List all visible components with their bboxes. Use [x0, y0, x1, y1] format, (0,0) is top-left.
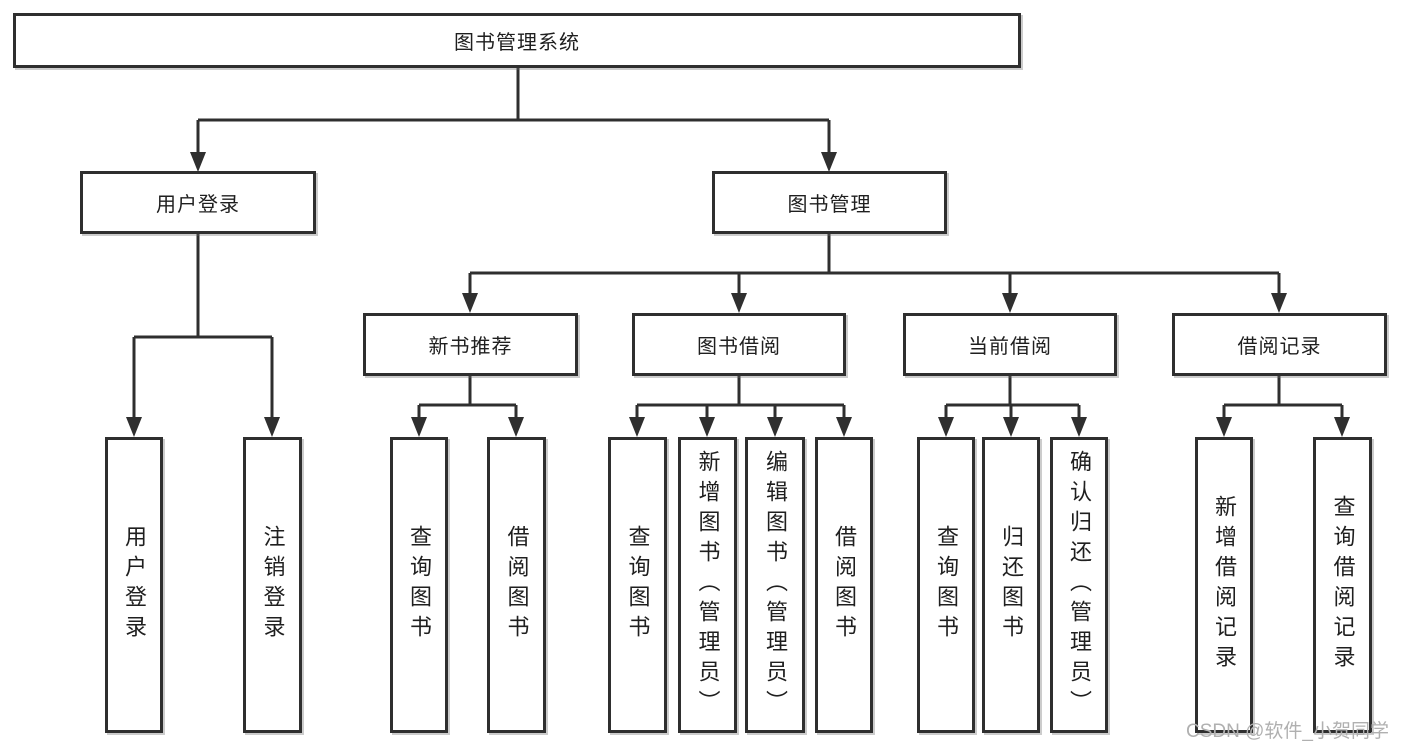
node-book-management-label: 图书管理	[787, 194, 872, 216]
node-borrowing-records: 借阅记录	[1172, 313, 1387, 376]
leaf-borrow-books-recommend: 借阅图书	[487, 437, 546, 733]
leaf-return-books: 归还图书	[982, 437, 1040, 733]
leaf-confirm-return-admin-label: 确认归还（管理员）	[1067, 450, 1092, 720]
arrow-icon	[938, 417, 954, 437]
arrowheads	[126, 152, 1350, 437]
arrow-icon	[821, 152, 837, 172]
leaf-query-books-borrowing-label: 查询图书	[625, 525, 651, 645]
arrow-icon	[190, 152, 206, 172]
arrow-icon	[1271, 293, 1287, 313]
node-current-borrowing: 当前借阅	[903, 313, 1117, 376]
arrow-icon	[836, 417, 852, 437]
leaf-query-borrow-record: 查询借阅记录	[1313, 437, 1372, 733]
node-user-login-label: 用户登录	[156, 194, 240, 216]
leaf-query-books-current: 查询图书	[917, 437, 975, 733]
arrow-icon	[731, 293, 747, 313]
leaf-query-books-recommend: 查询图书	[390, 437, 448, 733]
node-library-system: 图书管理系统	[13, 13, 1021, 68]
leaf-user-login: 用户登录	[105, 437, 163, 733]
node-book-management: 图书管理	[712, 171, 947, 234]
connector-borrowing-records	[1222, 376, 1344, 423]
node-current-borrowing-label: 当前借阅	[968, 336, 1052, 358]
leaf-query-books-borrowing: 查询图书	[608, 437, 667, 733]
arrow-icon	[1334, 417, 1350, 437]
arrow-icon	[1003, 417, 1019, 437]
arrow-icon	[508, 417, 524, 437]
node-library-system-label: 图书管理系统	[454, 32, 580, 54]
leaf-borrow-books-borrowing: 借阅图书	[815, 437, 873, 733]
leaf-add-books-admin-label: 新增图书（管理员）	[695, 450, 721, 720]
leaf-add-books-admin: 新增图书（管理员）	[678, 437, 737, 733]
connector-current-borrowing	[944, 376, 1081, 423]
leaf-logout-login-label: 注销登录	[260, 525, 286, 645]
leaf-add-borrow-record: 新增借阅记录	[1195, 437, 1253, 733]
node-borrowing-records-label: 借阅记录	[1237, 336, 1322, 358]
connector-book-borrowing	[635, 376, 846, 423]
leaf-logout-login: 注销登录	[243, 437, 302, 733]
arrow-icon	[264, 417, 280, 437]
arrow-icon	[1216, 417, 1232, 437]
leaf-query-borrow-record-label: 查询借阅记录	[1330, 495, 1356, 675]
arrow-icon	[629, 417, 645, 437]
leaf-borrow-books-borrowing-label: 借阅图书	[832, 525, 857, 645]
arrow-icon	[126, 417, 142, 437]
leaf-add-borrow-record-label: 新增借阅记录	[1212, 495, 1237, 675]
arrow-icon	[462, 293, 478, 313]
node-book-borrowing: 图书借阅	[632, 313, 846, 376]
connector-root	[196, 68, 831, 158]
node-new-book-recommend: 新书推荐	[363, 313, 578, 376]
connector-user-login	[132, 234, 274, 423]
arrow-icon	[411, 417, 427, 437]
leaf-borrow-books-recommend-label: 借阅图书	[504, 525, 530, 645]
leaf-query-books-current-label: 查询图书	[934, 525, 959, 645]
node-user-login: 用户登录	[80, 171, 316, 234]
arrow-icon	[1071, 417, 1087, 437]
leaf-edit-books-admin-label: 编辑图书（管理员）	[763, 450, 788, 720]
leaf-confirm-return-admin: 确认归还（管理员）	[1050, 437, 1108, 733]
leaf-edit-books-admin: 编辑图书（管理员）	[745, 437, 805, 733]
leaf-user-login-label: 用户登录	[122, 525, 147, 645]
node-book-borrowing-label: 图书借阅	[697, 336, 781, 358]
connector-new-book-recommend	[417, 376, 518, 423]
leaf-return-books-label: 归还图书	[999, 525, 1024, 645]
csdn-watermark: CSDN @软件_小贺同学	[1186, 721, 1389, 742]
arrow-icon	[767, 417, 783, 437]
arrow-icon	[699, 417, 715, 437]
arrow-icon	[1002, 293, 1018, 313]
node-new-book-recommend-label: 新书推荐	[428, 336, 513, 358]
leaf-query-books-recommend-label: 查询图书	[407, 525, 432, 645]
connector-book-management	[468, 234, 1281, 299]
